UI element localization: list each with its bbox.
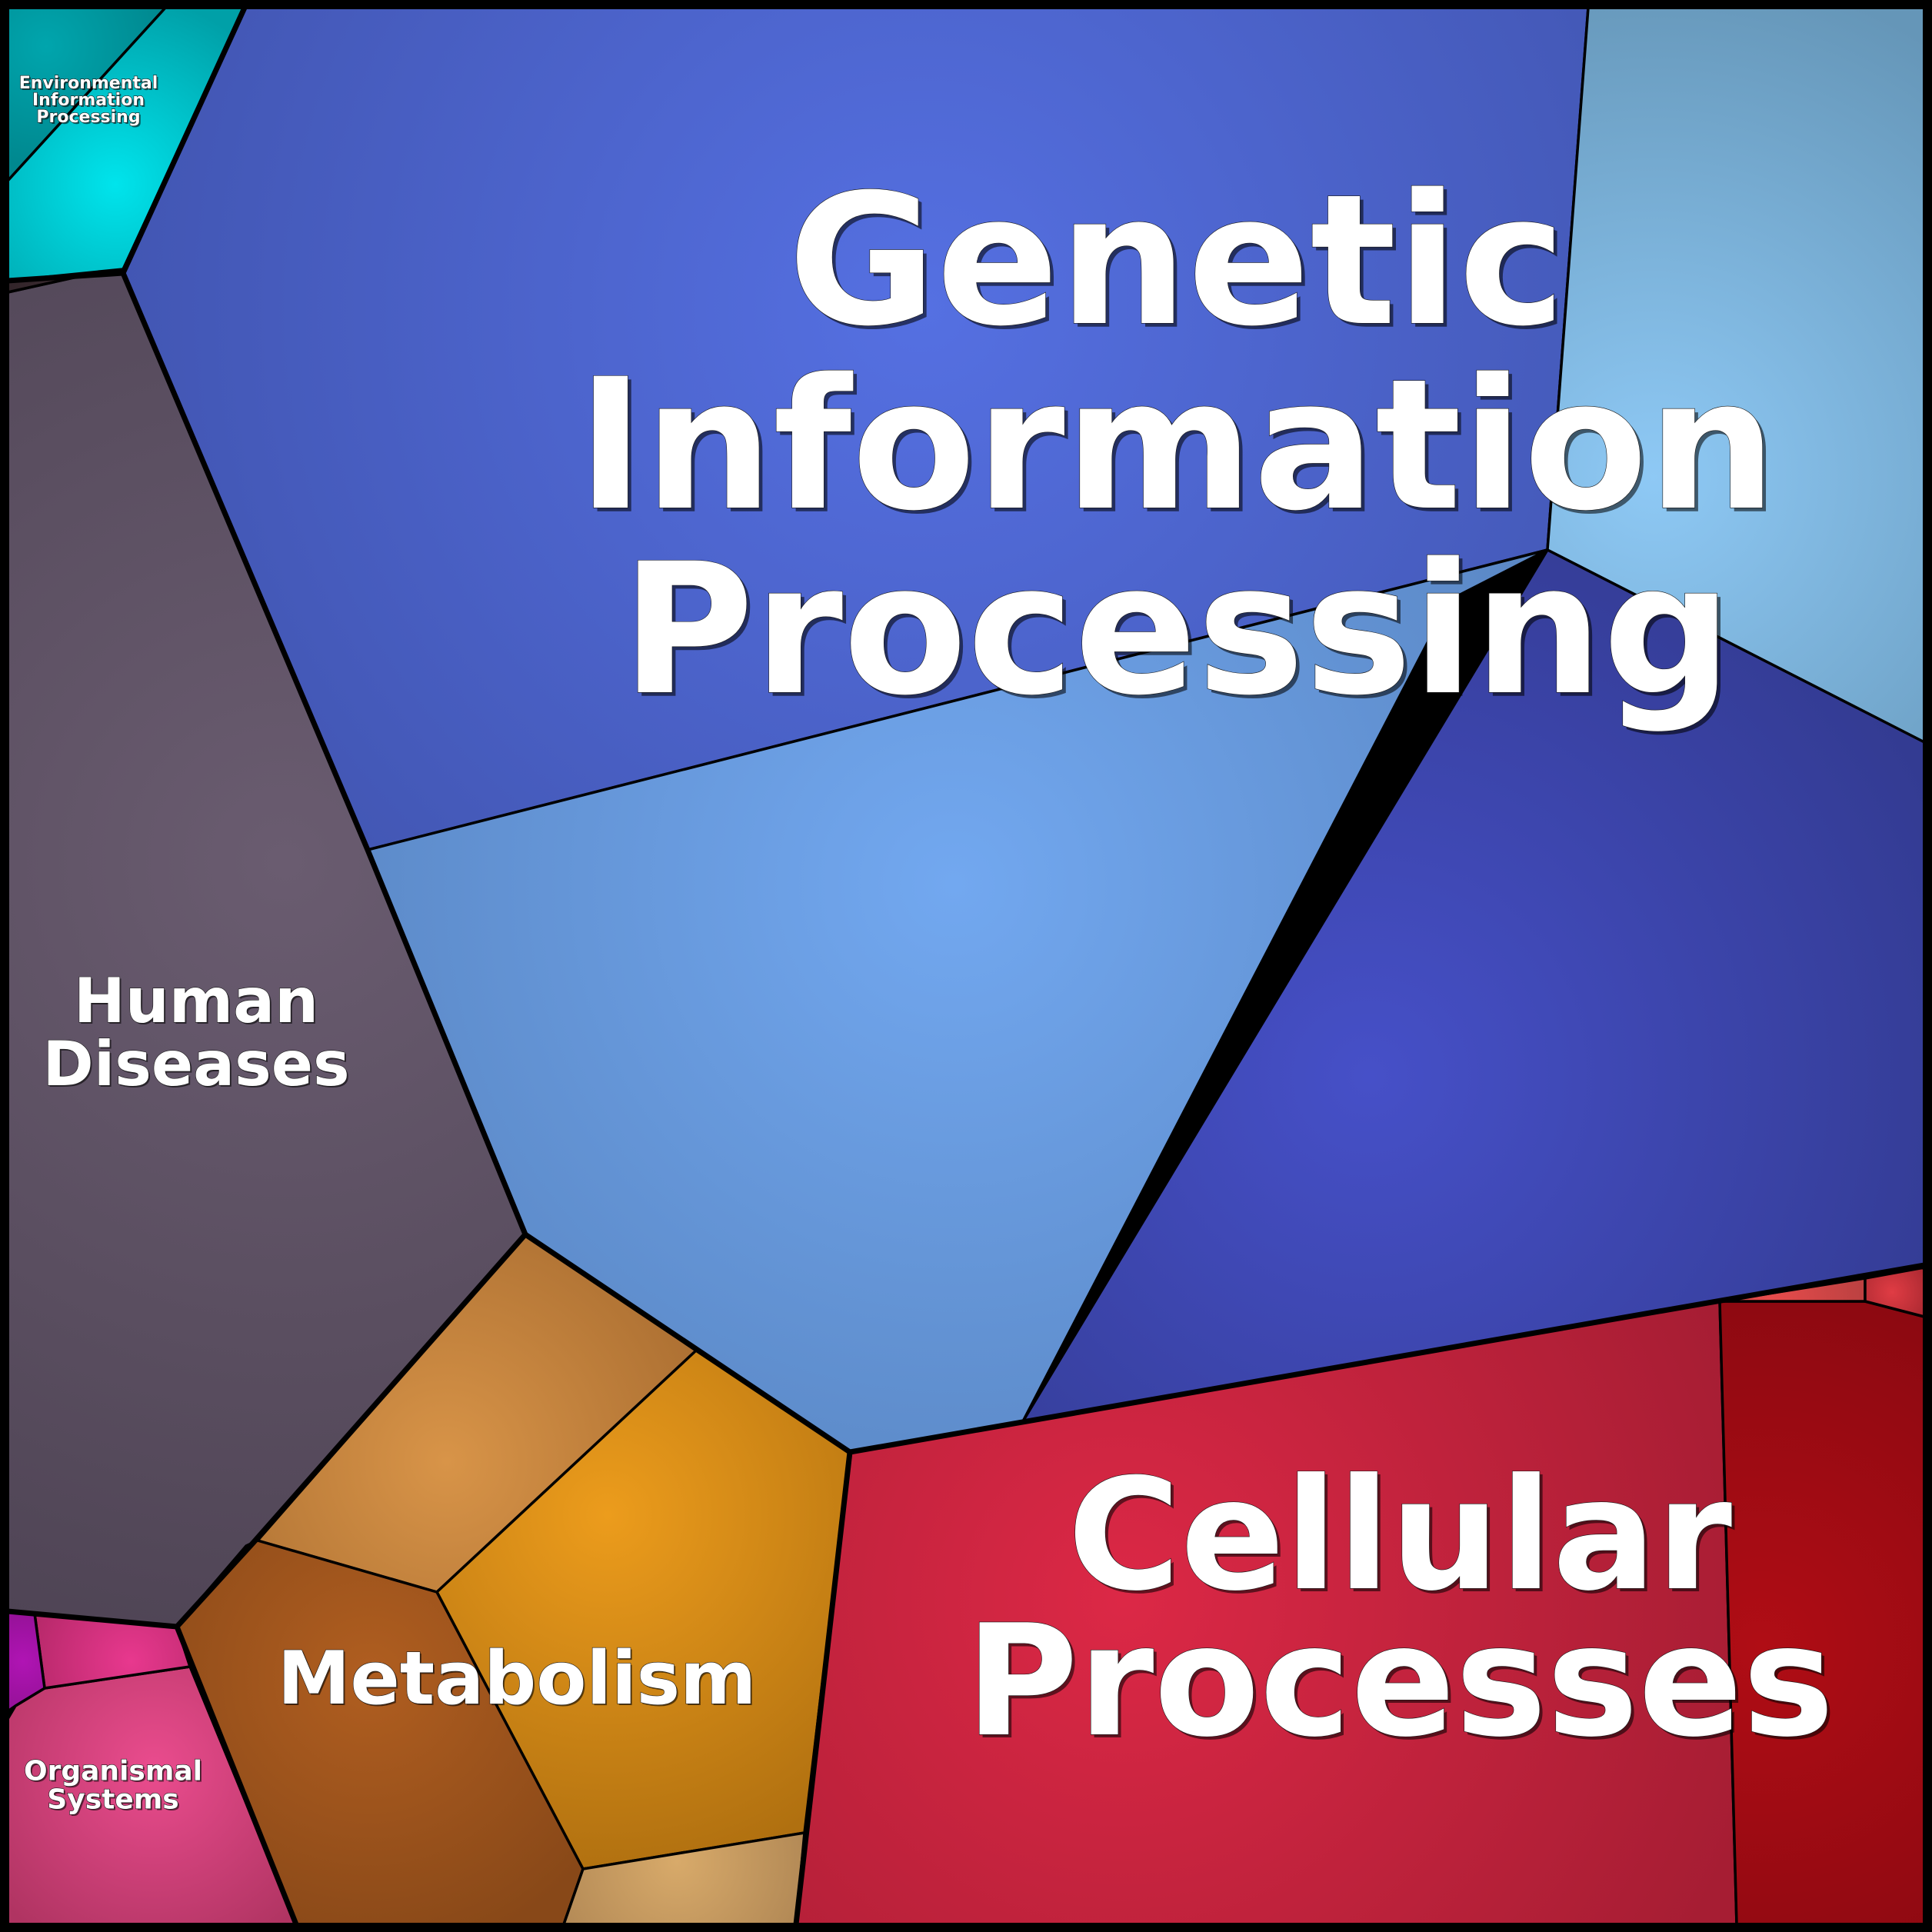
label-metabolism: Metabolism: [278, 1637, 756, 1721]
label-line: Processes: [965, 1592, 1834, 1771]
label-line: Processes: [968, 1595, 1837, 1774]
label-metabolism-shadow: Metabolism: [279, 1638, 758, 1723]
label-line: Information: [577, 341, 1776, 551]
label-line: Environmental: [19, 74, 158, 93]
label-line: Metabolism: [278, 1637, 756, 1721]
label-line: Environmental: [21, 75, 160, 95]
cells-layer: [6, 6, 1926, 1926]
label-line: Human: [75, 967, 320, 1038]
label-line: Human: [74, 965, 318, 1037]
category-border: [793, 1451, 853, 1925]
label-line: Information: [581, 345, 1780, 555]
label-line: Processing: [621, 525, 1732, 735]
label-line: Organismal: [24, 1756, 202, 1787]
label-line: Systems: [47, 1784, 178, 1816]
label-line: Diseases: [44, 1030, 351, 1101]
label-line: Organismal: [25, 1757, 204, 1789]
label-line: Cellular: [1071, 1449, 1735, 1628]
label-line: Processing: [36, 108, 140, 127]
category-border: [7, 271, 528, 1630]
label-line: Genetic: [788, 156, 1565, 366]
label-line: Information: [32, 91, 145, 110]
label-line: Metabolism: [279, 1638, 758, 1723]
label-line: Information: [34, 92, 146, 112]
label-line: Processing: [38, 109, 142, 128]
label-line: Diseases: [42, 1028, 349, 1100]
category-border: [174, 1625, 299, 1926]
major-borders-layer: [7, 6, 1925, 1926]
label-line: Systems: [48, 1786, 180, 1817]
label-line: Genetic: [791, 160, 1569, 370]
label-line: Processing: [625, 529, 1736, 739]
label-line: Cellular: [1068, 1446, 1732, 1625]
